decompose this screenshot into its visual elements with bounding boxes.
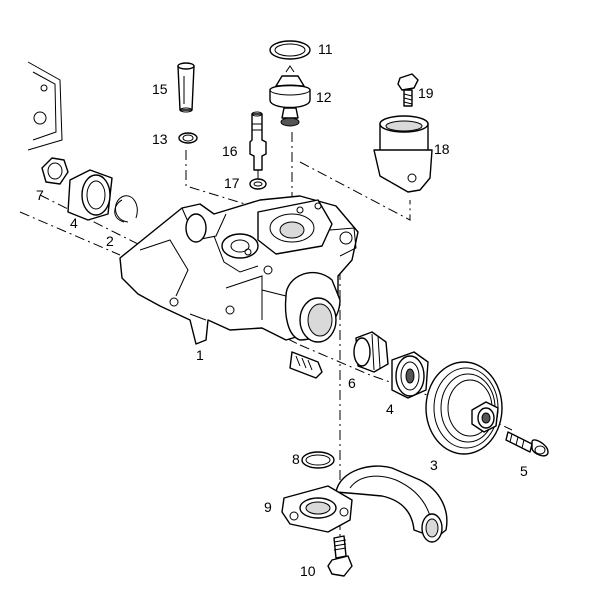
callout-2: 2 [106, 233, 114, 249]
callout-4-left: 4 [70, 215, 78, 231]
callout-7: 7 [36, 187, 44, 203]
callout-5: 5 [520, 463, 528, 479]
callout-18: 18 [434, 141, 450, 157]
part-13-o-ring [178, 132, 198, 144]
part-9-water-pipe [281, 465, 448, 543]
part-17-small-o-ring [249, 178, 267, 190]
part-6-bushing [353, 331, 389, 373]
part-4-bearing-right [391, 351, 429, 399]
part-4-bearing-left [67, 169, 113, 221]
part-1-pump-housing [119, 195, 359, 345]
part-8-o-ring [301, 451, 335, 469]
callout-13: 13 [152, 131, 168, 147]
callout-4-right: 4 [386, 401, 394, 417]
callout-12: 12 [316, 89, 332, 105]
callout-16: 16 [222, 143, 238, 159]
callout-6: 6 [348, 375, 356, 391]
callout-9: 9 [264, 499, 272, 515]
callout-15: 15 [152, 81, 168, 97]
gasket-fragment [27, 61, 63, 151]
part-12-thermostat [269, 65, 311, 127]
part-18-outlet-housing [373, 115, 433, 193]
callout-1: 1 [196, 347, 204, 363]
callout-19: 19 [418, 85, 434, 101]
callout-17: 17 [224, 175, 240, 191]
part-11-o-ring [269, 40, 311, 60]
part-16-hose-nipple [249, 111, 267, 171]
callout-3: 3 [430, 457, 438, 473]
part-7-nut [41, 157, 69, 185]
part-19-bolt [397, 73, 419, 107]
part-2-circlip [114, 195, 138, 223]
callout-labels: 1 2 3 4 4 5 6 7 8 9 10 11 12 13 15 16 17… [36, 41, 528, 579]
callout-10: 10 [300, 563, 316, 579]
part-3-pulley [425, 361, 503, 455]
part-15-sleeve [177, 62, 195, 113]
part-10-bolt [327, 535, 353, 577]
stud-bolt [289, 351, 323, 379]
part-5-bolt [505, 431, 549, 457]
callout-11: 11 [318, 41, 333, 57]
callout-8: 8 [292, 451, 300, 467]
